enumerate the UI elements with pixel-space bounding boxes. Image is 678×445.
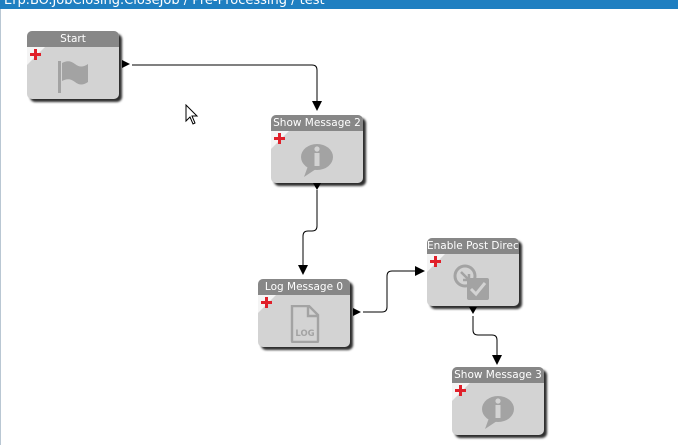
title-bar: Erp.BO.JobClosing.CloseJob / Pre-Process…: [0, 0, 678, 9]
node-title: Show Message 2: [271, 115, 363, 131]
output-port[interactable]: [469, 307, 477, 314]
connector-epd-show3[interactable]: [472, 316, 502, 365]
info-bubble-icon: [271, 137, 363, 183]
connector-log0-epd[interactable]: [363, 266, 425, 313]
node-title: Enable Post Directi: [427, 238, 519, 254]
connector-show2-log0[interactable]: [298, 190, 318, 275]
connector-start-show2[interactable]: [132, 64, 322, 111]
output-port[interactable]: [313, 183, 321, 190]
log-message-0-node[interactable]: Log Message 0 LOG: [258, 279, 350, 347]
add-icon[interactable]: [261, 297, 272, 308]
node-title: Show Message 3: [452, 367, 544, 383]
node-title: Start: [27, 31, 119, 47]
add-icon[interactable]: [455, 385, 466, 396]
show-message-3-node[interactable]: Show Message 3: [452, 367, 544, 435]
workflow-canvas[interactable]: [0, 9, 678, 445]
node-title: Log Message 0: [258, 279, 350, 295]
show-message-2-node[interactable]: Show Message 2: [271, 115, 363, 183]
output-port[interactable]: [353, 308, 361, 316]
add-icon[interactable]: [274, 133, 285, 144]
enable-directive-icon: [427, 260, 519, 306]
breadcrumb: Erp.BO.JobClosing.CloseJob / Pre-Process…: [4, 0, 325, 8]
info-bubble-icon: [452, 389, 544, 435]
mouse-cursor-icon: [185, 104, 199, 125]
svg-text:LOG: LOG: [295, 329, 314, 339]
add-icon[interactable]: [430, 256, 441, 267]
add-icon[interactable]: [30, 49, 41, 60]
flag-icon: [27, 53, 119, 99]
log-file-icon: LOG: [258, 301, 350, 347]
enable-post-directive-node[interactable]: Enable Post Directi: [427, 238, 519, 306]
start-node[interactable]: Start: [27, 31, 119, 99]
output-port[interactable]: [122, 60, 130, 68]
